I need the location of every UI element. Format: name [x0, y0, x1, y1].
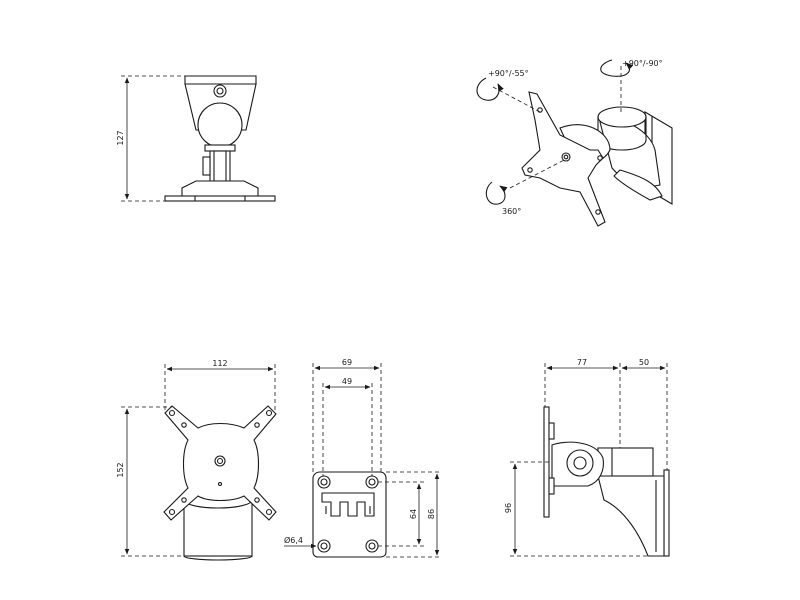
label-swivel: +90°/-90°	[622, 59, 663, 68]
wall-plate-view	[312, 471, 387, 558]
side-view	[543, 406, 670, 557]
label-front-width: 112	[212, 359, 227, 368]
side-elevation-view	[164, 75, 276, 202]
label-plate-inner: 49	[342, 377, 352, 386]
dimension-depth-wall: 50	[621, 358, 668, 470]
label-front-height: 152	[116, 462, 125, 477]
label-side-height: 127	[116, 130, 125, 145]
dimension-depth-arm: 77	[544, 358, 621, 448]
label-tilt: +90°/-55°	[488, 69, 529, 78]
label-plate-outer: 69	[342, 358, 352, 367]
dimension-plate-inner: 49	[322, 377, 373, 476]
dimension-hole-diameter: Ø6,4	[284, 535, 317, 549]
label-side-low-height: 96	[504, 503, 513, 513]
dimension-side-height: 127	[116, 75, 185, 202]
isometric-view: +90°/-55° +90°/-90° 360°	[476, 59, 673, 227]
dimension-hole-vertical: 64	[378, 481, 424, 547]
dimension-side-low-height: 96	[504, 461, 664, 557]
label-depth-arm: 77	[577, 358, 587, 367]
label-rotate: 360°	[502, 207, 521, 216]
dimension-plate-outer: 69	[312, 358, 382, 472]
label-depth-wall: 50	[639, 358, 649, 367]
label-hole-vertical: 64	[409, 509, 418, 519]
dimension-front-height: 152	[116, 406, 184, 557]
label-hole-diameter: Ø6,4	[284, 535, 303, 545]
label-plate-height: 86	[427, 509, 436, 519]
front-view	[163, 405, 277, 561]
dimension-front-width: 112	[164, 359, 276, 413]
dimension-plate-height: 86	[386, 471, 442, 558]
